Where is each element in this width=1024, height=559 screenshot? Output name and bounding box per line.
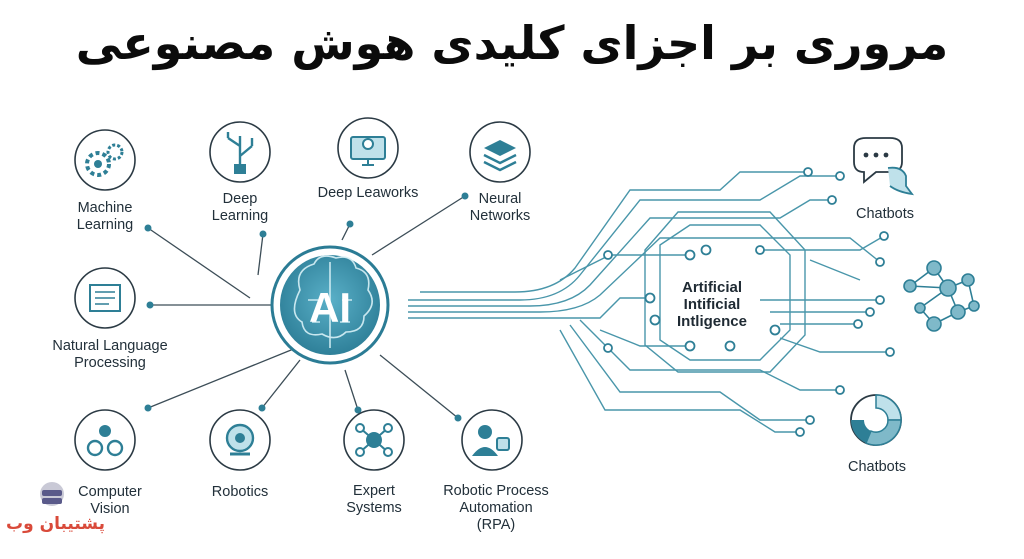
label-robotics: Robotics xyxy=(211,484,269,500)
hub-spokes xyxy=(147,195,466,419)
circuit-traces xyxy=(408,171,890,433)
person-robot-icon xyxy=(461,409,523,471)
donut-chart-icon xyxy=(850,394,902,446)
circuit-tree-icon xyxy=(209,121,271,183)
label-chatbots-top: Chatbots xyxy=(855,206,915,222)
robot-head-icon xyxy=(209,409,271,471)
ai-hub-label: AI xyxy=(309,284,351,331)
network-hub-icon xyxy=(343,409,405,471)
label-chatbots-bottom: Chatbots xyxy=(847,459,907,475)
ai-hub: AI xyxy=(270,245,390,365)
layers-icon xyxy=(469,121,531,183)
core-line: Intificial xyxy=(684,296,741,313)
node-network-icon xyxy=(903,260,980,332)
core-line: Intligence xyxy=(677,313,747,330)
core-line: Artificial xyxy=(682,279,742,296)
eye-nodes-icon xyxy=(74,409,136,471)
label-deep-leaworks: Deep Leaworks xyxy=(317,185,419,201)
page-title: مروری بر اجزای کلیدی هوش مصنوعی xyxy=(75,16,949,70)
speech-bubble-icon xyxy=(853,137,915,196)
core-frame xyxy=(644,211,806,373)
watermark-logo xyxy=(40,482,64,506)
brain-icon xyxy=(293,255,373,348)
watermark-text: پشتیبان وب xyxy=(6,514,105,534)
monitor-pin-icon xyxy=(337,117,399,179)
circuit-endpoints xyxy=(603,167,895,437)
gears-icon xyxy=(74,129,136,191)
spoke-dots xyxy=(144,192,469,422)
core-label-group: Artificial Intificial Intligence xyxy=(677,279,747,330)
document-icon xyxy=(74,267,136,329)
